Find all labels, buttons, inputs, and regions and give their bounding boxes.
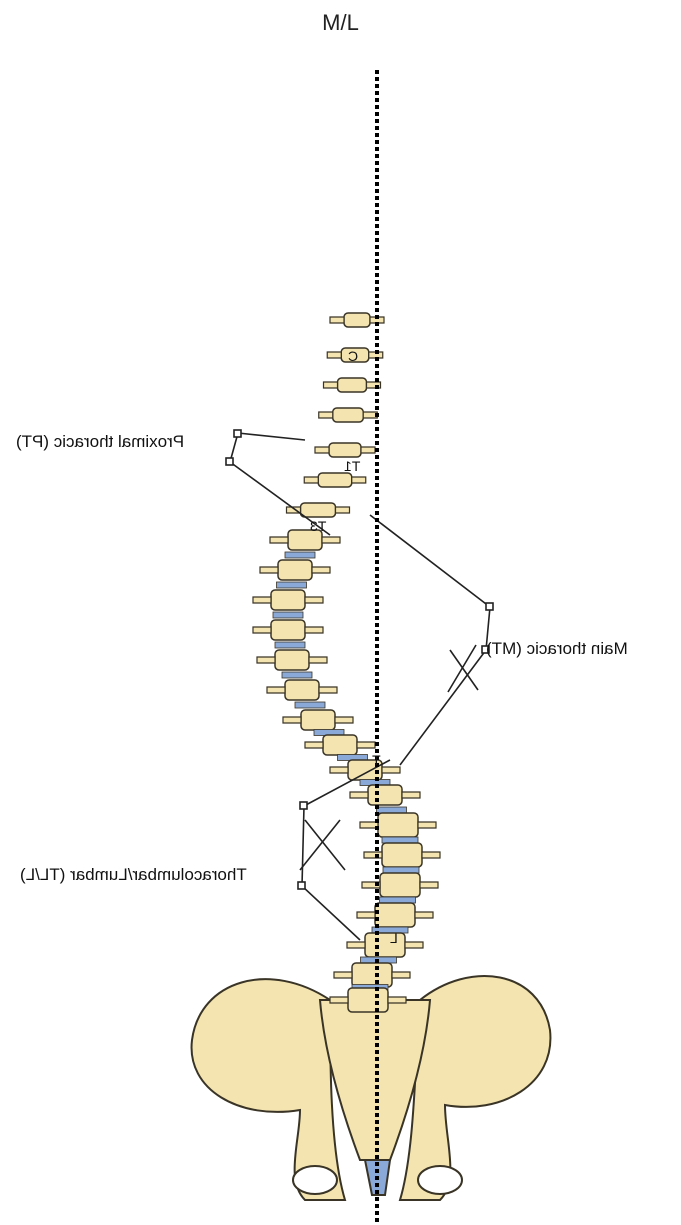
intervertebral-disc	[273, 612, 303, 618]
vertebra	[344, 313, 370, 327]
tll-label: Thoracolumbar/Lumbar (TL/L)	[20, 865, 247, 885]
vertebra	[278, 560, 312, 580]
vertebra	[333, 408, 364, 422]
mt-marker-top	[486, 603, 493, 610]
vertebra	[352, 963, 392, 987]
intervertebral-disc	[382, 837, 418, 843]
vertebra	[378, 813, 418, 837]
intervertebral-disc	[275, 642, 305, 648]
vertebra	[285, 680, 319, 700]
vertebra-label-t: T	[372, 752, 381, 768]
vertebra-label-c: C	[348, 348, 358, 364]
cobb-lines	[226, 430, 493, 940]
vertebra	[368, 785, 402, 805]
spine	[253, 313, 440, 1012]
vertebra	[271, 620, 305, 640]
intervertebral-disc	[285, 552, 315, 558]
intervertebral-disc	[295, 702, 325, 708]
tll-marker-bottom	[298, 882, 305, 889]
vertebra	[271, 590, 305, 610]
pt-marker-top	[234, 430, 241, 437]
vertebra	[275, 650, 309, 670]
left-obturator	[293, 1166, 337, 1194]
vertebra	[301, 503, 336, 517]
vertebra	[380, 873, 420, 897]
tll-marker-top	[300, 802, 307, 809]
vertebra-label-t1: T1	[344, 458, 360, 474]
intervertebral-disc	[282, 672, 312, 678]
vertebra	[382, 843, 422, 867]
mt-cobb-line	[370, 515, 490, 765]
vertebra	[318, 473, 352, 487]
intervertebral-disc	[383, 867, 419, 873]
vertebra	[365, 933, 405, 957]
vertebra	[375, 903, 415, 927]
right-obturator	[418, 1166, 462, 1194]
mt-label: Main thoracic (MT)	[486, 639, 628, 659]
vertebra-label-l: L	[390, 930, 398, 946]
pt-label: Proximal thoracic (PT)	[16, 432, 184, 452]
vertebra	[323, 735, 357, 755]
intervertebral-disc	[380, 897, 416, 903]
intervertebral-disc	[377, 807, 407, 813]
intervertebral-disc	[277, 582, 307, 588]
vertebra-label-t3: T3	[310, 518, 326, 534]
mt-angle-arc	[448, 645, 478, 692]
tll-angle-arc	[300, 820, 345, 870]
vertebra	[348, 988, 388, 1012]
vertebra	[338, 378, 367, 392]
vertebra	[329, 443, 361, 457]
pt-marker-bottom	[226, 458, 233, 465]
vertebra	[301, 710, 335, 730]
